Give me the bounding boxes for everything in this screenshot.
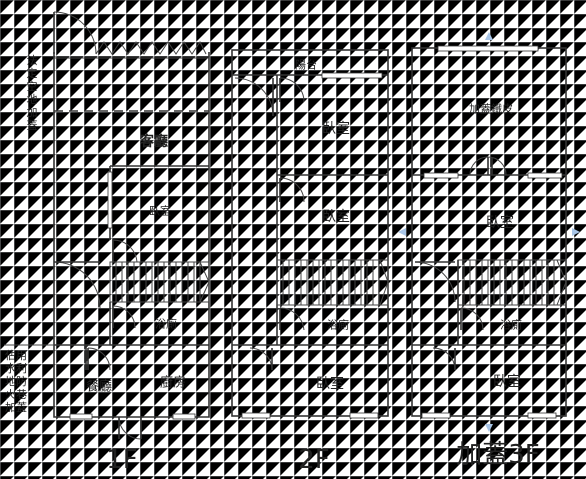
2f-bedroom2-label: 臥室 <box>322 209 350 225</box>
1f-stair-treads <box>115 262 201 302</box>
1f-living-room-label: 客廳 <box>140 134 168 150</box>
3f-bathroom-label: 浴廁 <box>500 318 522 332</box>
1f-bottom-window-right <box>172 413 196 420</box>
1f-bedroom-window <box>107 171 113 229</box>
2f-balcony-label: 陽台 <box>295 58 317 72</box>
2f-bottom-window-right <box>349 412 379 419</box>
plan-3f <box>398 32 580 432</box>
3f-bath-door-arc <box>460 307 484 331</box>
3f-title: 加蓋3F <box>456 440 540 470</box>
2f-balcony-window <box>321 72 383 79</box>
1f-entry-door-arc <box>53 11 97 55</box>
3f-bottom-window-right <box>527 412 557 419</box>
plan-1f <box>4 11 210 440</box>
2f-bathroom-label: 浴廁 <box>327 318 349 332</box>
3f-bedroom1-label: 臥室 <box>486 215 514 231</box>
1f-dining-door-arc <box>87 347 111 371</box>
2f-bedroom3-label: 臥室 <box>316 376 344 392</box>
3f-stair-treads <box>463 260 555 305</box>
3f-bedroom2-label: 臥室 <box>493 374 521 390</box>
2f-bedroom2-door-arc <box>279 177 305 203</box>
1f-kitchen-label: 廚房 <box>159 375 187 391</box>
3f-top-window <box>437 45 539 52</box>
1f-stair-arrow <box>199 261 210 303</box>
1f-folding-door <box>95 41 207 55</box>
2f-stair-arrow <box>379 259 389 306</box>
1f-side-door-arc <box>53 261 101 309</box>
2f-bedroom1-label: 臥室 <box>322 121 350 137</box>
1f-bath-door-arc <box>112 305 136 329</box>
3f-blue-markers <box>398 32 580 432</box>
1f-bedroom-label: 臥室 <box>149 204 171 218</box>
2f-bedroom1-door-arc <box>279 77 305 103</box>
1f-title: 1F <box>106 445 138 475</box>
2f-title: 2F <box>298 445 330 475</box>
3f-bottom-window-left <box>421 412 451 419</box>
1f-bottom-window-left <box>69 413 93 420</box>
3f-iron-roof-label: 加蓋鐵皮 <box>469 102 513 116</box>
1f-dining-label: 餐廳 <box>85 379 113 395</box>
2f-bottom-window-left <box>241 412 271 419</box>
plan-2f <box>231 49 389 419</box>
3f-stair-arrow <box>556 259 567 306</box>
2f-bath-door-arc <box>279 307 305 331</box>
2f-outer-wall <box>231 49 389 417</box>
2f-stair-treads <box>282 260 380 305</box>
3f-divider-window-left <box>423 172 459 179</box>
1f-outer-wall <box>53 52 210 418</box>
3f-double-door-arc-left <box>469 156 489 176</box>
1f-bathroom-label: 浴廁 <box>155 317 177 331</box>
3f-double-door-arc-right <box>487 156 507 176</box>
3f-divider-window-right <box>527 172 563 179</box>
1f-bedroom-door-arc <box>112 239 138 263</box>
1f-fire-lane-label: 佔用水利地防火巷加蓋 <box>5 349 27 414</box>
1f-legal-open-space-label: 法定空地加蓋 <box>26 54 38 132</box>
